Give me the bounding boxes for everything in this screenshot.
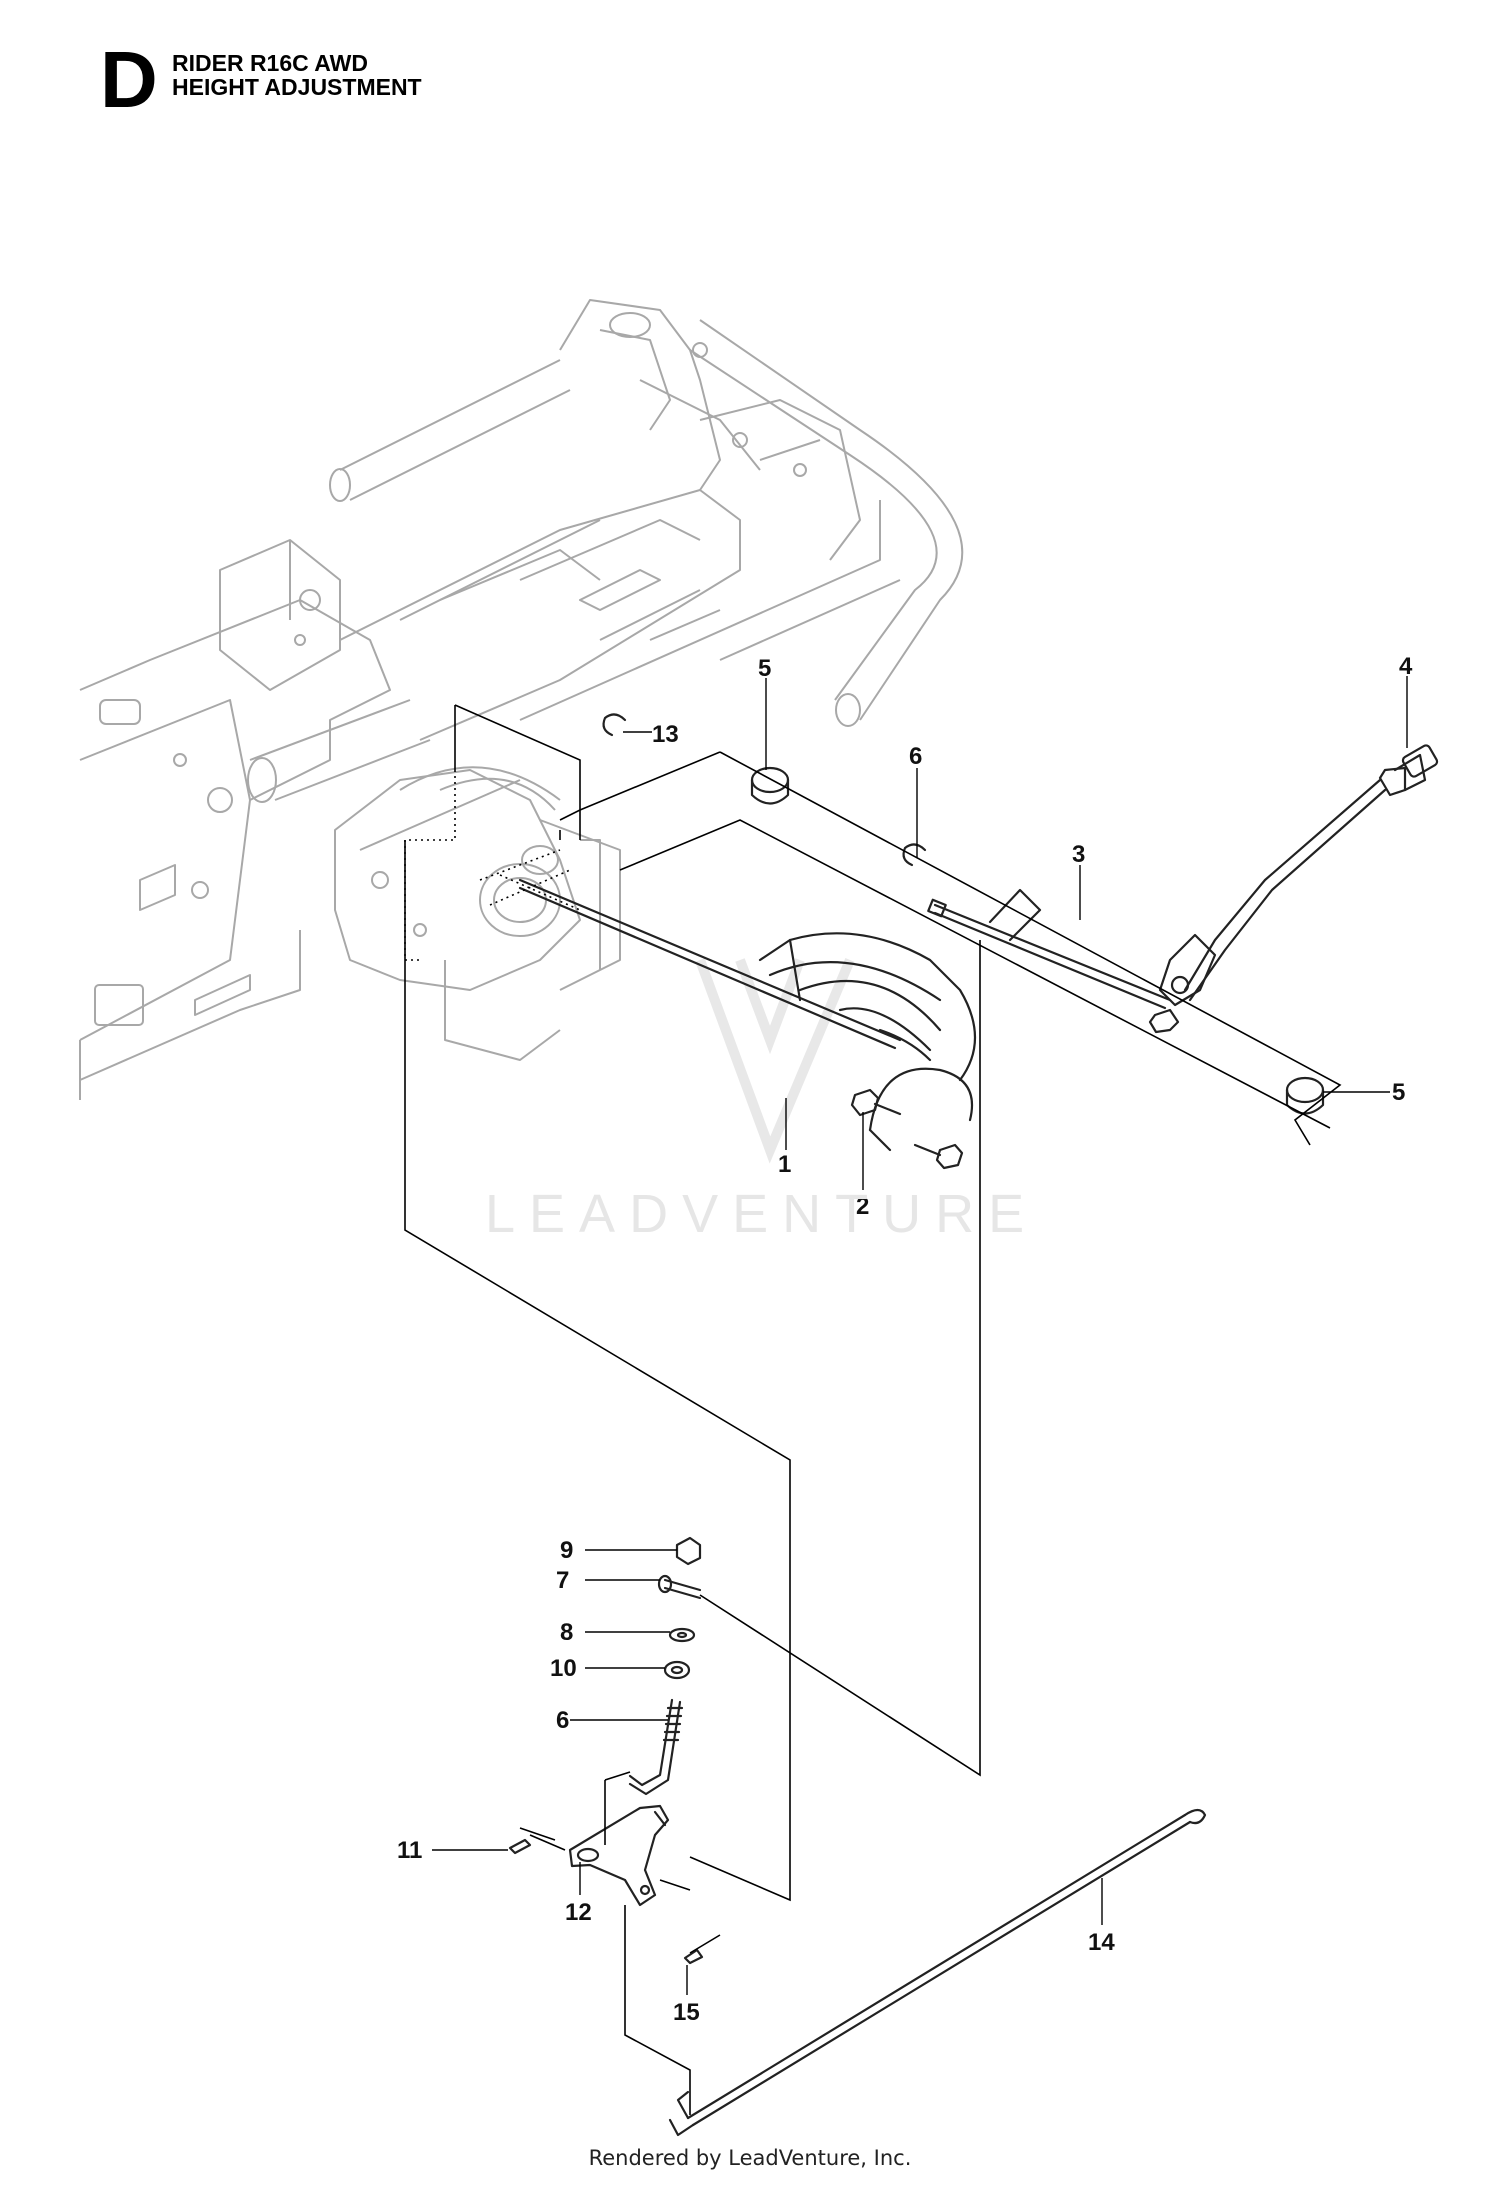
callout-15: 14 bbox=[1088, 1929, 1115, 1956]
callout-5-lower: 5 bbox=[1392, 1079, 1405, 1106]
callout-16: 15 bbox=[673, 1999, 700, 2026]
callout-1: 1 bbox=[778, 1151, 791, 1178]
callout-leaders bbox=[432, 676, 1408, 1995]
dotted-assembly-lines bbox=[404, 770, 581, 961]
callout-2: 2 bbox=[856, 1193, 869, 1220]
frame-background bbox=[79, 299, 964, 1100]
callout-12: 11 bbox=[397, 1837, 422, 1864]
callout-14: 13 bbox=[652, 721, 679, 748]
callout-7: 6 bbox=[556, 1707, 569, 1734]
callout-9: 8 bbox=[560, 1619, 573, 1646]
callout-labels: 5 4 13 6 3 5 1 2 9 7 8 10 6 11 12 14 15 bbox=[397, 653, 1413, 2026]
callout-6: 6 bbox=[909, 743, 922, 770]
footer-credit: Rendered by LeadVenture, Inc. bbox=[588, 2146, 912, 2170]
watermark-text: LEADVENTURE bbox=[485, 1184, 1039, 1244]
diagram-title: HEIGHT ADJUSTMENT bbox=[172, 74, 422, 100]
callout-4: 4 bbox=[1399, 653, 1413, 680]
callout-11: 10 bbox=[550, 1655, 577, 1682]
linkage-parts bbox=[508, 1536, 1207, 2137]
callout-8: 7 bbox=[556, 1567, 569, 1594]
parts-drawing bbox=[518, 713, 1439, 1170]
callout-13: 12 bbox=[565, 1899, 592, 1926]
callout-3: 3 bbox=[1072, 841, 1085, 868]
model-name: RIDER R16C AWD bbox=[172, 50, 368, 76]
section-letter: D bbox=[100, 35, 158, 124]
callout-10: 9 bbox=[560, 1537, 573, 1564]
assembly-lines bbox=[404, 704, 1342, 2115]
callout-5-upper: 5 bbox=[758, 655, 771, 682]
